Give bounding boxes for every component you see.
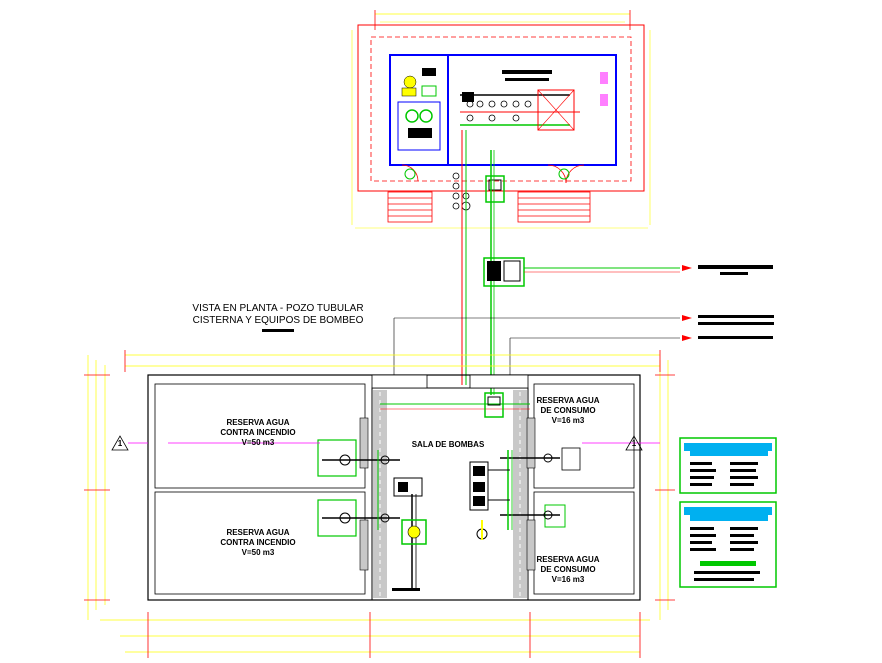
fire-reserve-bottom-line3: V=50 m3 — [242, 548, 275, 557]
consumption-top-line2: DE CONSUMO — [540, 406, 595, 415]
legend-box-1 — [679, 437, 777, 494]
annotations-right — [393, 265, 774, 388]
fire-reserve-top-line1: RESERVA AGUA — [226, 418, 289, 427]
consumption-bottom-line2: DE CONSUMO — [540, 565, 595, 574]
valve-box-lower — [484, 392, 504, 418]
stairs-left — [387, 191, 433, 223]
title-underline — [262, 329, 294, 332]
plan-title: VISTA EN PLANTA - POZO TUBULAR CISTERNA … — [192, 303, 364, 332]
fire-pumps — [392, 477, 427, 591]
jockey-pump-box — [401, 519, 427, 545]
consumption-suction-pipes — [500, 447, 581, 530]
pump-room-label: SALA DE BOMBAS — [412, 440, 485, 449]
valve-row — [466, 100, 532, 122]
section-mark-left-label: 1 — [118, 439, 123, 448]
section-mark-right — [625, 435, 643, 451]
room-labels: RESERVA AGUA CONTRA INCENDIO V=50 m3 RES… — [220, 396, 599, 584]
legend-box-2 — [679, 501, 777, 588]
consumption-pumps — [469, 461, 510, 540]
middle-chamber — [483, 257, 680, 287]
electric-panel — [537, 89, 575, 131]
consumption-top-line1: RESERVA AGUA — [536, 396, 599, 405]
section-line: 1 1 — [111, 435, 660, 451]
ladders — [359, 390, 536, 598]
section-mark-left — [111, 435, 129, 451]
tank-room — [397, 101, 441, 151]
section-mark-right-label: 1 — [632, 439, 637, 448]
meter-yellow — [403, 75, 417, 89]
fire-reserve-bottom-line2: CONTRA INCENDIO — [220, 538, 295, 547]
tank-right — [419, 109, 433, 123]
plan-title-line2: CISTERNA Y EQUIPOS DE BOMBEO — [193, 315, 364, 326]
consumption-bottom-line3: V=16 m3 — [552, 575, 585, 584]
control-panel — [408, 128, 432, 138]
tank-left — [405, 109, 419, 123]
stairs-right — [517, 191, 591, 223]
pump-room-pipes — [380, 392, 530, 418]
consumption-top-line3: V=16 m3 — [552, 416, 585, 425]
upper-inner-wall — [389, 54, 617, 166]
upper-outer-wall — [357, 24, 645, 192]
upper-building — [351, 10, 651, 229]
fire-reserve-top-line3: V=50 m3 — [242, 438, 275, 447]
upper-dashed-wall — [370, 36, 632, 182]
fire-reserve-bottom-line1: RESERVA AGUA — [226, 528, 289, 537]
fire-reserve-top-line2: CONTRA INCENDIO — [220, 428, 295, 437]
fire-suction-pipes — [317, 439, 400, 537]
consumption-bottom-line1: RESERVA AGUA — [536, 555, 599, 564]
dimension-ticks — [84, 350, 675, 658]
plan-title-line1: VISTA EN PLANTA - POZO TUBULAR — [192, 303, 363, 314]
pump-room-wall — [371, 387, 529, 601]
dimension-frame — [87, 354, 669, 653]
valve-box-upper — [485, 175, 505, 203]
